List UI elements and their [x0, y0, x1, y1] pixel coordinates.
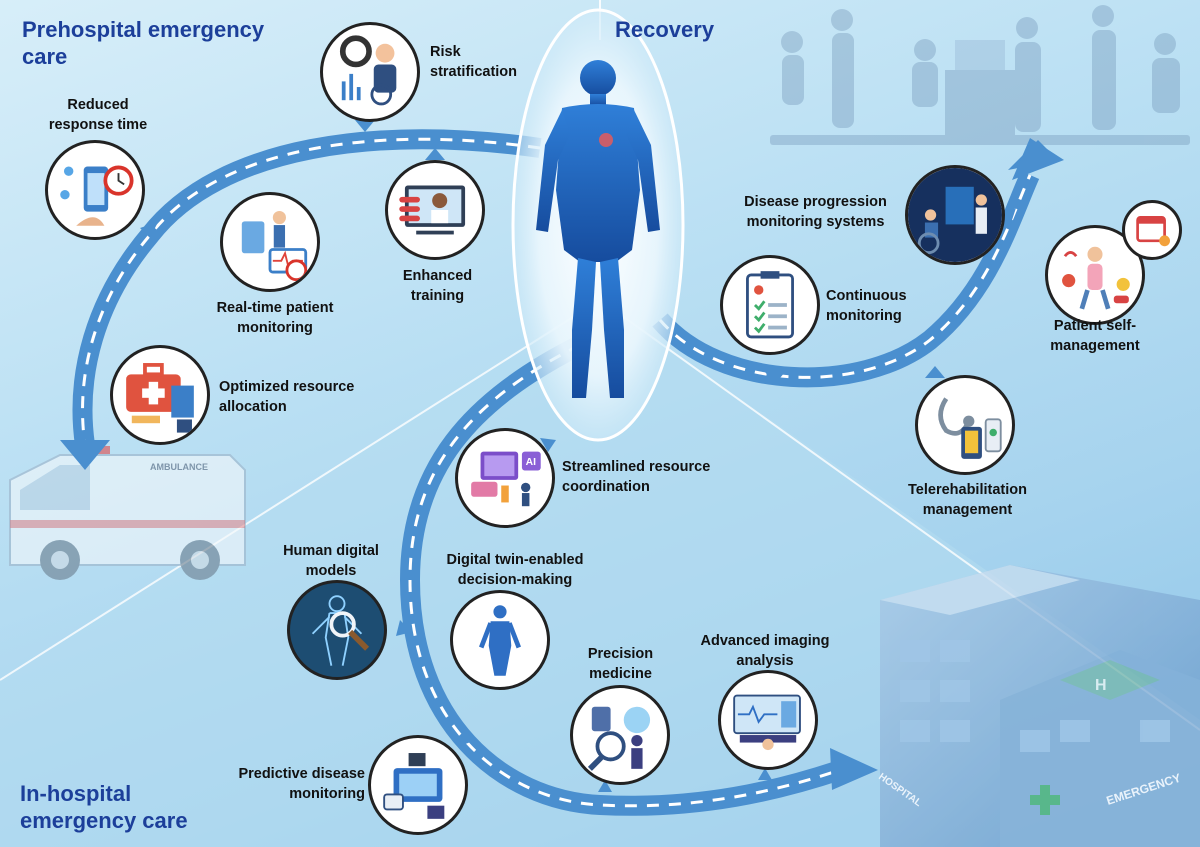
hospital-art: H [880, 565, 1200, 847]
label-enhanced-training: Enhanced training [402, 268, 473, 304]
section-title-prehospital: Prehospital emergency care [22, 17, 265, 69]
disease-progression-icon [905, 165, 1005, 265]
realtime-monitoring-icon [220, 192, 320, 292]
flow-arrows [72, 129, 1040, 816]
label-disease-progression: Disease progression monitoring systems [744, 194, 887, 230]
human-digital-model-icon [287, 580, 387, 680]
label-reduced-response-time: Reduced response time [48, 97, 148, 133]
label-streamlined-coordination: Streamlined resource coordination [562, 459, 711, 495]
precision-medicine-icon [570, 685, 670, 785]
label-continuous-monitoring: Continuous monitoring [826, 288, 907, 324]
digital-twin-body-icon [450, 590, 550, 690]
predictive-monitoring-icon [368, 735, 468, 835]
label-precision-medicine: Precision medicine [587, 646, 654, 682]
label-optimized-resource: Optimized resource allocation [219, 379, 355, 415]
resource-coordination-icon: AI [455, 428, 555, 528]
enhanced-training-icon [385, 160, 485, 260]
recovery-scene [770, 5, 1190, 145]
response-time-icon [45, 140, 145, 240]
ambulance-label: AMBULANCE [150, 462, 208, 472]
risk-stratification-icon [320, 22, 420, 122]
label-digital-twin-decision: Digital twin-enabled decision-making [446, 552, 584, 588]
section-title-recovery: Recovery [615, 17, 715, 42]
label-risk-stratification: Risk stratification [430, 44, 518, 80]
label-predictive-disease: Predictive disease monitoring [238, 766, 365, 802]
ambulance-art [9, 446, 246, 580]
calendar-pills-icon [1122, 200, 1182, 260]
resource-allocation-icon [110, 345, 210, 445]
svg-text:H: H [1095, 677, 1107, 694]
section-title-inhospital: In-hospital emergency care [20, 781, 188, 833]
label-advanced-imaging: Advanced imaging analysis [700, 633, 830, 669]
label-telerehabilitation: Telerehabilitation management [908, 482, 1027, 518]
label-human-digital-models: Human digital models [283, 543, 379, 579]
imaging-analysis-icon [718, 670, 818, 770]
label-realtime-monitoring: Real-time patient monitoring [216, 300, 334, 336]
ai-screen-text: AI [526, 457, 536, 468]
label-patient-self-management: Patient self-management [1050, 318, 1140, 354]
continuous-monitoring-icon [720, 255, 820, 355]
telerehabilitation-icon [915, 375, 1015, 475]
human-body-figure [536, 60, 660, 398]
